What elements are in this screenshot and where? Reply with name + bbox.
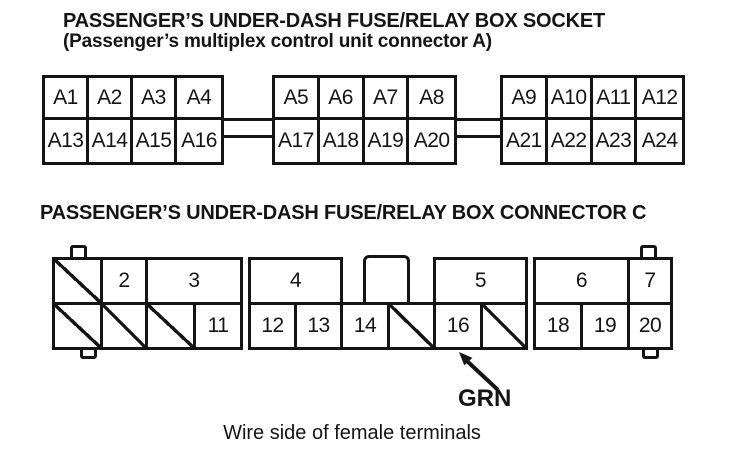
cell-a1: A1 bbox=[45, 78, 89, 120]
cell-a12: A12 bbox=[637, 78, 682, 120]
terminal-20: 20 bbox=[627, 302, 673, 350]
caption-wire-side: Wire side of female terminals bbox=[223, 422, 481, 444]
socket-a-block-1: A1 A2 A3 A4 A13 A14 A15 A16 bbox=[42, 75, 224, 165]
terminal-5: 5 bbox=[433, 257, 528, 305]
terminal-4: 4 bbox=[248, 257, 343, 305]
cell-a4: A4 bbox=[177, 78, 221, 120]
cell-a19: A19 bbox=[365, 120, 410, 162]
blocked-terminal-9 bbox=[100, 302, 148, 350]
bridge-line bbox=[453, 118, 504, 121]
cell-a2: A2 bbox=[89, 78, 133, 120]
terminal-13: 13 bbox=[294, 302, 343, 350]
section-separator bbox=[240, 257, 251, 350]
terminal-16: 16 bbox=[433, 302, 483, 350]
cell-a16: A16 bbox=[181, 129, 217, 152]
cell-a14: A14 bbox=[89, 120, 133, 162]
cell-a18: A18 bbox=[320, 120, 365, 162]
blocked-terminal-8 bbox=[52, 302, 103, 350]
connector-c-title: PASSENGER’S UNDER-DASH FUSE/RELAY BOX CO… bbox=[40, 202, 647, 224]
terminal-3: 3 bbox=[145, 257, 243, 305]
terminal-14: 14 bbox=[340, 302, 390, 350]
cell-a17: A17 bbox=[275, 120, 320, 162]
terminal-12: 12 bbox=[248, 302, 297, 350]
blocked-terminal-10 bbox=[145, 302, 196, 350]
cell-a6: A6 bbox=[319, 78, 365, 120]
terminal-2: 2 bbox=[100, 257, 148, 305]
socket-a-block-2: A5 A6 A7 A8 A17 A18 A19 A20 bbox=[272, 75, 457, 165]
bridge-line bbox=[453, 135, 504, 138]
blocked-terminal-15 bbox=[387, 302, 436, 350]
terminal-6: 6 bbox=[533, 257, 630, 305]
cell-a3: A3 bbox=[133, 78, 177, 120]
terminal-7: 7 bbox=[627, 257, 673, 305]
socket-a-title: PASSENGER’S UNDER-DASH FUSE/RELAY BOX SO… bbox=[63, 10, 606, 32]
cell-a9: A9 bbox=[503, 78, 548, 120]
socket-a-block-3: A9 A10 A11 A12 A21 A22 A23 A24 bbox=[500, 75, 685, 165]
terminal-11: 11 bbox=[193, 302, 243, 350]
wire-color-label: GRN bbox=[458, 385, 512, 412]
cell-a13: A13 bbox=[45, 120, 89, 162]
section-separator bbox=[525, 257, 536, 350]
bridge-line bbox=[220, 118, 276, 121]
socket-a-subtitle: (Passenger’s multiplex control unit conn… bbox=[63, 31, 492, 52]
keyway-bump bbox=[363, 255, 410, 302]
cell-a11: A11 bbox=[592, 78, 638, 120]
grn-arrow bbox=[459, 352, 500, 392]
blocked-terminal-17 bbox=[480, 302, 528, 350]
cell-a24: A24 bbox=[641, 129, 678, 152]
bridge-line bbox=[220, 135, 276, 138]
cell-a8: A8 bbox=[409, 78, 454, 120]
blocked-terminal-1 bbox=[52, 257, 103, 305]
cell-a22: A22 bbox=[548, 120, 593, 162]
cell-a10: A10 bbox=[547, 78, 593, 120]
cell-a20: A20 bbox=[413, 129, 450, 152]
terminal-19: 19 bbox=[580, 302, 630, 350]
cell-a7: A7 bbox=[364, 78, 410, 120]
cell-a21: A21 bbox=[503, 120, 548, 162]
cell-a23: A23 bbox=[593, 120, 638, 162]
cell-a5: A5 bbox=[275, 78, 320, 120]
terminal-18: 18 bbox=[533, 302, 583, 350]
cell-a15: A15 bbox=[133, 120, 177, 162]
